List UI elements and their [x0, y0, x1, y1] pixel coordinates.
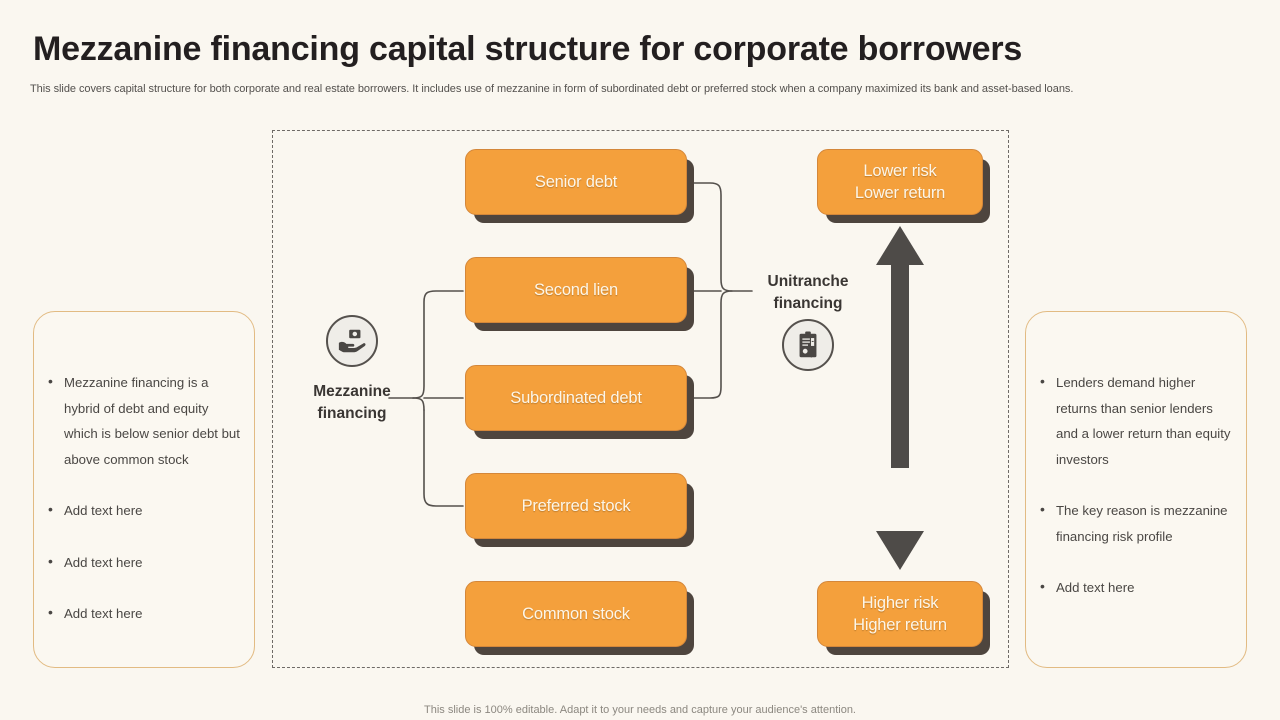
page-subtitle: This slide covers capital structure for …	[30, 83, 1074, 95]
box-second-lien[interactable]: Second lien	[465, 257, 687, 323]
lower-risk-text: Lower risk Lower return	[855, 160, 945, 204]
right-bullet-list: Lenders demand higher returns than senio…	[1026, 312, 1246, 601]
mezzanine-label-line2: financing	[317, 405, 387, 422]
higher-risk-line1: Higher risk	[861, 594, 939, 612]
box-subordinated-debt-label: Subordinated debt	[510, 389, 642, 407]
lower-risk-line1: Lower risk	[863, 162, 937, 180]
higher-risk-text: Higher risk Higher return	[853, 592, 947, 636]
box-senior-debt-label: Senior debt	[534, 173, 618, 191]
list-item: Mezzanine financing is a hybrid of debt …	[44, 369, 240, 472]
box-second-lien-label: Second lien	[533, 281, 619, 299]
list-item: Lenders demand higher returns than senio…	[1036, 369, 1236, 472]
box-preferred-stock[interactable]: Preferred stock	[465, 473, 687, 539]
lower-risk-line2: Lower return	[854, 184, 946, 202]
diagram-frame	[272, 130, 1009, 668]
box-subordinated-debt[interactable]: Subordinated debt	[465, 365, 687, 431]
box-common-stock[interactable]: Common stock	[465, 581, 687, 647]
hand-holding-money-icon	[326, 315, 378, 367]
unitranche-financing-label: Unitranche financing	[737, 271, 879, 315]
list-item[interactable]: Add text here	[1036, 574, 1236, 601]
left-notes-panel: Mezzanine financing is a hybrid of debt …	[33, 311, 255, 668]
box-lower-risk-lower-return[interactable]: Lower risk Lower return	[817, 149, 983, 215]
page-title: Mezzanine financing capital structure fo…	[33, 30, 1023, 68]
unitranche-label-line2: financing	[773, 295, 843, 312]
left-bullet-list: Mezzanine financing is a hybrid of debt …	[34, 312, 254, 627]
right-notes-panel: Lenders demand higher returns than senio…	[1025, 311, 1247, 668]
mezzanine-label-line1: Mezzanine	[313, 383, 391, 400]
list-item: The key reason is mezzanine financing ri…	[1036, 497, 1236, 549]
list-item[interactable]: Add text here	[44, 600, 240, 627]
list-item[interactable]: Add text here	[44, 549, 240, 576]
list-item[interactable]: Add text here	[44, 497, 240, 524]
mezzanine-financing-label: Mezzanine financing	[282, 381, 422, 425]
unitranche-label-line1: Unitranche	[767, 273, 849, 290]
clipboard-magnifier-icon	[782, 319, 834, 371]
box-preferred-stock-label: Preferred stock	[521, 497, 631, 515]
box-common-stock-label: Common stock	[522, 605, 630, 623]
footer-note: This slide is 100% editable. Adapt it to…	[424, 704, 856, 716]
higher-risk-line2: Higher return	[853, 616, 947, 634]
box-senior-debt[interactable]: Senior debt	[465, 149, 687, 215]
box-higher-risk-higher-return[interactable]: Higher risk Higher return	[817, 581, 983, 647]
